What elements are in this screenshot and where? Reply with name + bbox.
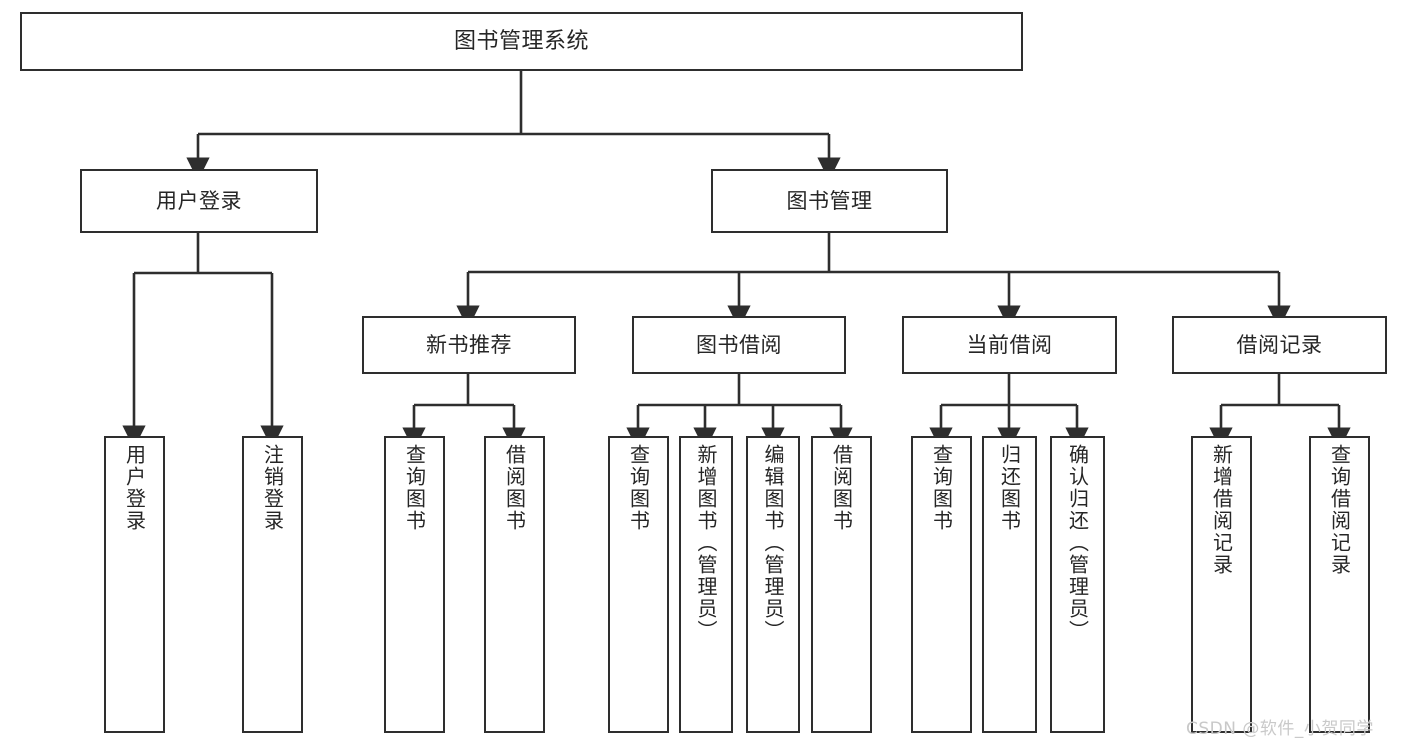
node-leaf-user-login[interactable]: 用户登录 [104,436,165,733]
node-new-book-recommend[interactable]: 新书推荐 [362,316,576,374]
node-user-login-label: 用户登录 [156,188,242,213]
node-book-borrow-label: 图书借阅 [696,332,782,357]
node-borrow-record[interactable]: 借阅记录 [1172,316,1387,374]
node-book-manage-label: 图书管理 [786,188,873,213]
node-leaf-query-book-1-label: 查询图书 [402,444,427,532]
node-leaf-add-record[interactable]: 新增借阅记录 [1191,436,1252,733]
node-leaf-user-login-label: 用户登录 [122,444,147,532]
node-leaf-return-book[interactable]: 归还图书 [982,436,1037,733]
node-leaf-confirm-return-label: 确认归还（管理员） [1065,444,1090,642]
node-leaf-logout-login[interactable]: 注销登录 [242,436,303,733]
node-root[interactable]: 图书管理系统 [20,12,1023,71]
node-leaf-edit-book[interactable]: 编辑图书（管理员） [746,436,800,733]
node-leaf-borrow-book-1[interactable]: 借阅图书 [484,436,545,733]
node-leaf-logout-login-label: 注销登录 [260,444,285,532]
node-root-label: 图书管理系统 [453,28,589,54]
node-current-borrow[interactable]: 当前借阅 [902,316,1117,374]
node-leaf-query-record[interactable]: 查询借阅记录 [1309,436,1370,733]
node-leaf-add-book-label: 新增图书（管理员） [694,444,718,642]
node-leaf-borrow-book-1-label: 借阅图书 [502,444,527,532]
node-leaf-query-record-label: 查询借阅记录 [1327,444,1352,576]
node-leaf-add-record-label: 新增借阅记录 [1209,444,1234,576]
node-leaf-query-book-2[interactable]: 查询图书 [608,436,669,733]
watermark: CSDN @软件_小贺同学 [1186,719,1374,739]
node-leaf-add-book[interactable]: 新增图书（管理员） [679,436,733,733]
node-leaf-edit-book-label: 编辑图书（管理员） [761,444,785,642]
node-user-login[interactable]: 用户登录 [80,169,318,233]
node-leaf-return-book-label: 归还图书 [997,444,1022,532]
node-leaf-query-book-3-label: 查询图书 [929,444,954,532]
node-leaf-query-book-1[interactable]: 查询图书 [384,436,445,733]
node-new-book-recommend-label: 新书推荐 [426,332,512,357]
node-leaf-query-book-3[interactable]: 查询图书 [911,436,972,733]
node-book-borrow[interactable]: 图书借阅 [632,316,846,374]
node-current-borrow-label: 当前借阅 [966,332,1053,357]
node-leaf-query-book-2-label: 查询图书 [626,444,651,532]
node-book-manage[interactable]: 图书管理 [711,169,948,233]
node-leaf-borrow-book-2[interactable]: 借阅图书 [811,436,872,733]
node-leaf-confirm-return[interactable]: 确认归还（管理员） [1050,436,1105,733]
node-leaf-borrow-book-2-label: 借阅图书 [829,444,854,532]
node-borrow-record-label: 借阅记录 [1236,332,1323,357]
